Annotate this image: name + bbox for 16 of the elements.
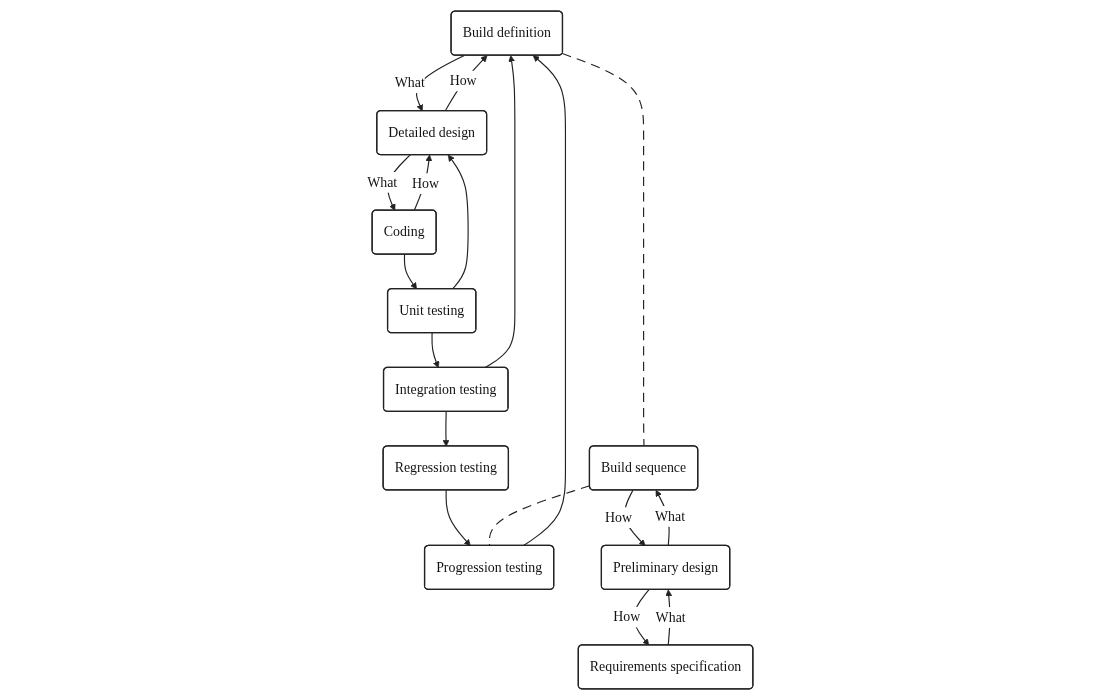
edge-label: What <box>655 609 686 625</box>
arrow <box>403 253 417 290</box>
arrow <box>431 332 440 369</box>
edge-label: What <box>394 74 425 91</box>
edge-label: How <box>449 72 477 89</box>
edge-label: How <box>605 509 633 526</box>
edge-label: What <box>367 174 398 190</box>
edge-label: How <box>613 609 641 625</box>
arrow <box>447 154 469 290</box>
arrow <box>444 55 488 112</box>
arrow <box>442 411 450 447</box>
arrow <box>445 489 471 547</box>
edge-label: What <box>654 508 686 524</box>
edge-label: How <box>412 175 440 191</box>
arrow <box>522 55 567 547</box>
arrow <box>484 55 516 369</box>
